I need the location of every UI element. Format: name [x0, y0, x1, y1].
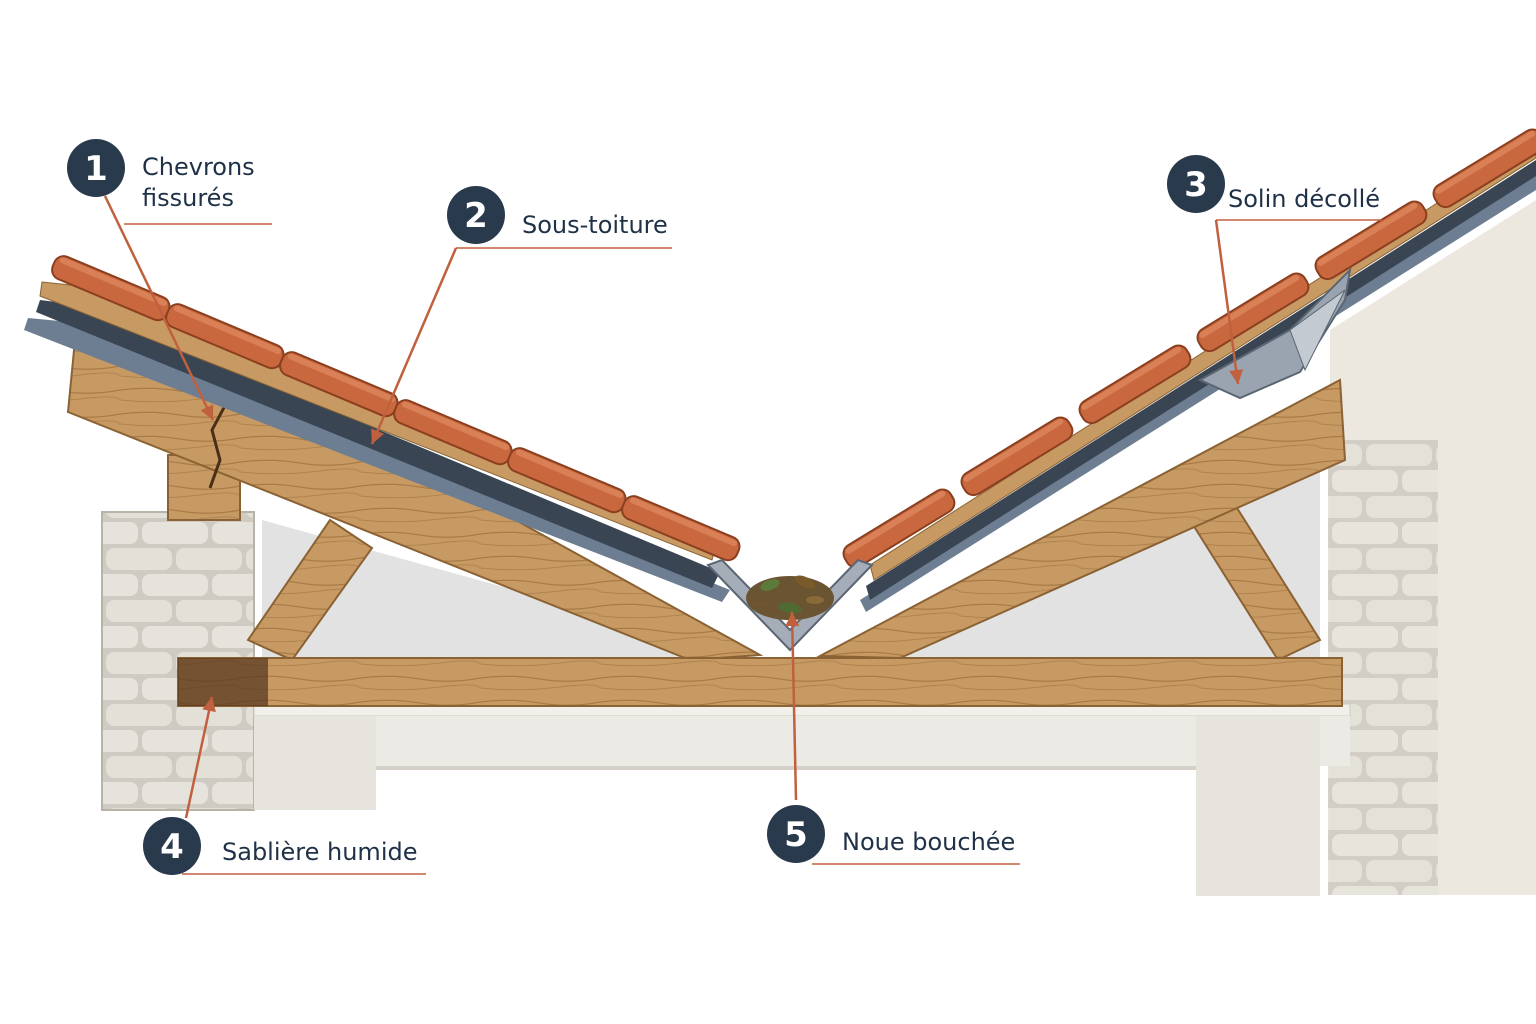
interior-opening	[253, 703, 1351, 896]
number-badge	[767, 805, 825, 863]
roof-tile	[1196, 272, 1310, 353]
callout-2: 2 Sous-toiture	[370, 186, 672, 445]
arrow-head-icon	[371, 428, 384, 444]
leader-line	[370, 247, 458, 445]
callout-label: Noue bouchée	[842, 828, 1015, 856]
callout-label: Sous-toiture	[522, 211, 668, 239]
callout-label: Chevrons	[142, 153, 255, 181]
callout-5: 5 Noue bouchée	[767, 611, 1020, 865]
callout-label: Solin décollé	[1228, 185, 1380, 213]
callout-label: fissurés	[142, 184, 234, 212]
right-wall	[1328, 200, 1536, 895]
debris	[746, 575, 834, 620]
callout-label: Sablière humide	[222, 838, 417, 866]
callout-1: 1 Chevrons fissurés	[67, 139, 272, 421]
roof-tile	[621, 495, 741, 562]
arrow-head-icon	[202, 697, 216, 713]
left-tiles	[51, 255, 741, 562]
badge-number: 1	[84, 149, 108, 189]
right-tiles	[842, 128, 1536, 569]
tie-beam	[177, 657, 1343, 707]
roof-tile	[842, 488, 956, 569]
arrow-head-icon	[1229, 369, 1244, 384]
roof-tile	[1078, 344, 1192, 425]
left-roof-covering	[24, 281, 730, 602]
number-badge	[1167, 155, 1225, 213]
roof-tile	[960, 416, 1074, 497]
crack-mark	[208, 399, 230, 489]
leader-line	[1214, 219, 1240, 385]
badge-number: 5	[784, 815, 808, 855]
callout-4: 4 Sablière humide	[143, 696, 426, 875]
badge-number: 4	[160, 827, 184, 867]
badge-number: 2	[464, 196, 488, 236]
number-badge	[447, 186, 505, 244]
number-badge	[67, 139, 125, 197]
leader-line	[184, 696, 214, 819]
arrow-head-icon	[200, 404, 214, 420]
valley-gutter	[706, 558, 874, 652]
roof-tile	[1314, 200, 1428, 281]
flashing	[1197, 267, 1352, 400]
badge-number: 3	[1184, 165, 1208, 205]
leader-line	[103, 195, 215, 421]
leader-line	[790, 611, 798, 801]
number-badge	[143, 817, 201, 875]
arrow-head-icon	[785, 612, 800, 627]
roof-tile	[1432, 128, 1536, 209]
